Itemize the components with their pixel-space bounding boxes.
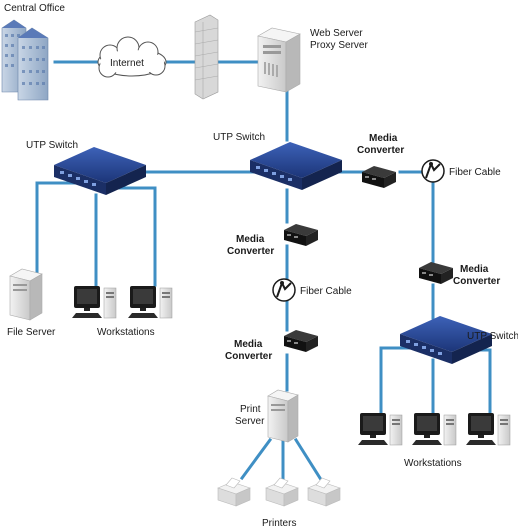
file-server: File Server <box>7 268 56 338</box>
utp-switch-right-label: UTP Switch <box>467 331 518 342</box>
tower-server-icon <box>257 27 301 93</box>
media-converter-mid: Media Converter <box>227 224 318 257</box>
internet-label: Internet <box>110 58 144 69</box>
media-converter-mid-label-1: Media <box>236 234 265 245</box>
print-server: Print Server <box>235 389 299 443</box>
workstation-icon <box>127 285 173 319</box>
printers-label: Printers <box>262 518 296 529</box>
fiber-cable-top: Fiber Cable <box>421 159 501 183</box>
central-office-label: Central Office <box>4 3 65 14</box>
tower-server-icon <box>267 389 299 443</box>
print-server-label-2: Server <box>235 416 265 427</box>
workstation-icon <box>71 285 117 319</box>
print-server-label-1: Print <box>240 404 261 415</box>
workstations-left: Workstations <box>71 285 173 338</box>
media-converter-low-label-2: Converter <box>225 351 272 362</box>
fiber-connector-icon <box>421 159 445 183</box>
web-proxy-server: Web Server Proxy Server <box>257 27 368 93</box>
tower-server-icon <box>9 268 43 321</box>
workstations-left-label: Workstations <box>97 327 155 338</box>
printers: Printers <box>217 477 341 529</box>
media-converter-right-label-1: Media <box>460 264 489 275</box>
fiber-cable-mid-label: Fiber Cable <box>300 286 352 297</box>
utp-switch-left: UTP Switch <box>26 140 146 195</box>
central-office: Central Office <box>1 3 65 101</box>
printer-icon <box>265 477 299 507</box>
workstation-icon <box>357 412 403 446</box>
media-converter-top-label-1: Media <box>369 133 398 144</box>
utp-switch-left-label: UTP Switch <box>26 140 78 151</box>
utp-switch-right: UTP Switch <box>400 316 518 364</box>
brick-firewall-icon <box>194 14 219 100</box>
fiber-cable-top-label: Fiber Cable <box>449 167 501 178</box>
workstations-right-label: Workstations <box>404 458 462 469</box>
media-converter-icon <box>284 330 318 352</box>
media-converter-top-label-2: Converter <box>357 145 404 156</box>
media-converter-low: Media Converter <box>225 330 318 362</box>
printer-icon <box>217 477 251 507</box>
media-converter-low-label-1: Media <box>234 339 263 350</box>
media-converter-icon <box>419 262 453 284</box>
media-converter-right-label-2: Converter <box>453 276 500 287</box>
fiber-cable-mid: Fiber Cable <box>272 278 352 302</box>
utp-switch-center: UTP Switch <box>213 132 342 190</box>
printer-icon <box>307 477 341 507</box>
office-building-icon <box>1 19 49 101</box>
proxy-server-label: Proxy Server <box>310 40 368 51</box>
workstations-right: Workstations <box>357 412 511 469</box>
workstation-icon <box>411 412 457 446</box>
network-switch-icon <box>250 142 342 190</box>
web-server-label: Web Server <box>310 28 363 39</box>
media-converter-mid-label-2: Converter <box>227 246 274 257</box>
cloud-icon <box>97 36 167 78</box>
utp-switch-center-label: UTP Switch <box>213 132 265 143</box>
file-server-label: File Server <box>7 327 56 338</box>
workstation-icon <box>465 412 511 446</box>
media-converter-top: Media Converter <box>357 133 404 188</box>
fiber-connector-icon <box>272 278 296 302</box>
media-converter-right: Media Converter <box>419 262 500 287</box>
media-converter-icon <box>362 166 396 188</box>
media-converter-icon <box>284 224 318 246</box>
internet-cloud: Internet <box>97 36 167 78</box>
